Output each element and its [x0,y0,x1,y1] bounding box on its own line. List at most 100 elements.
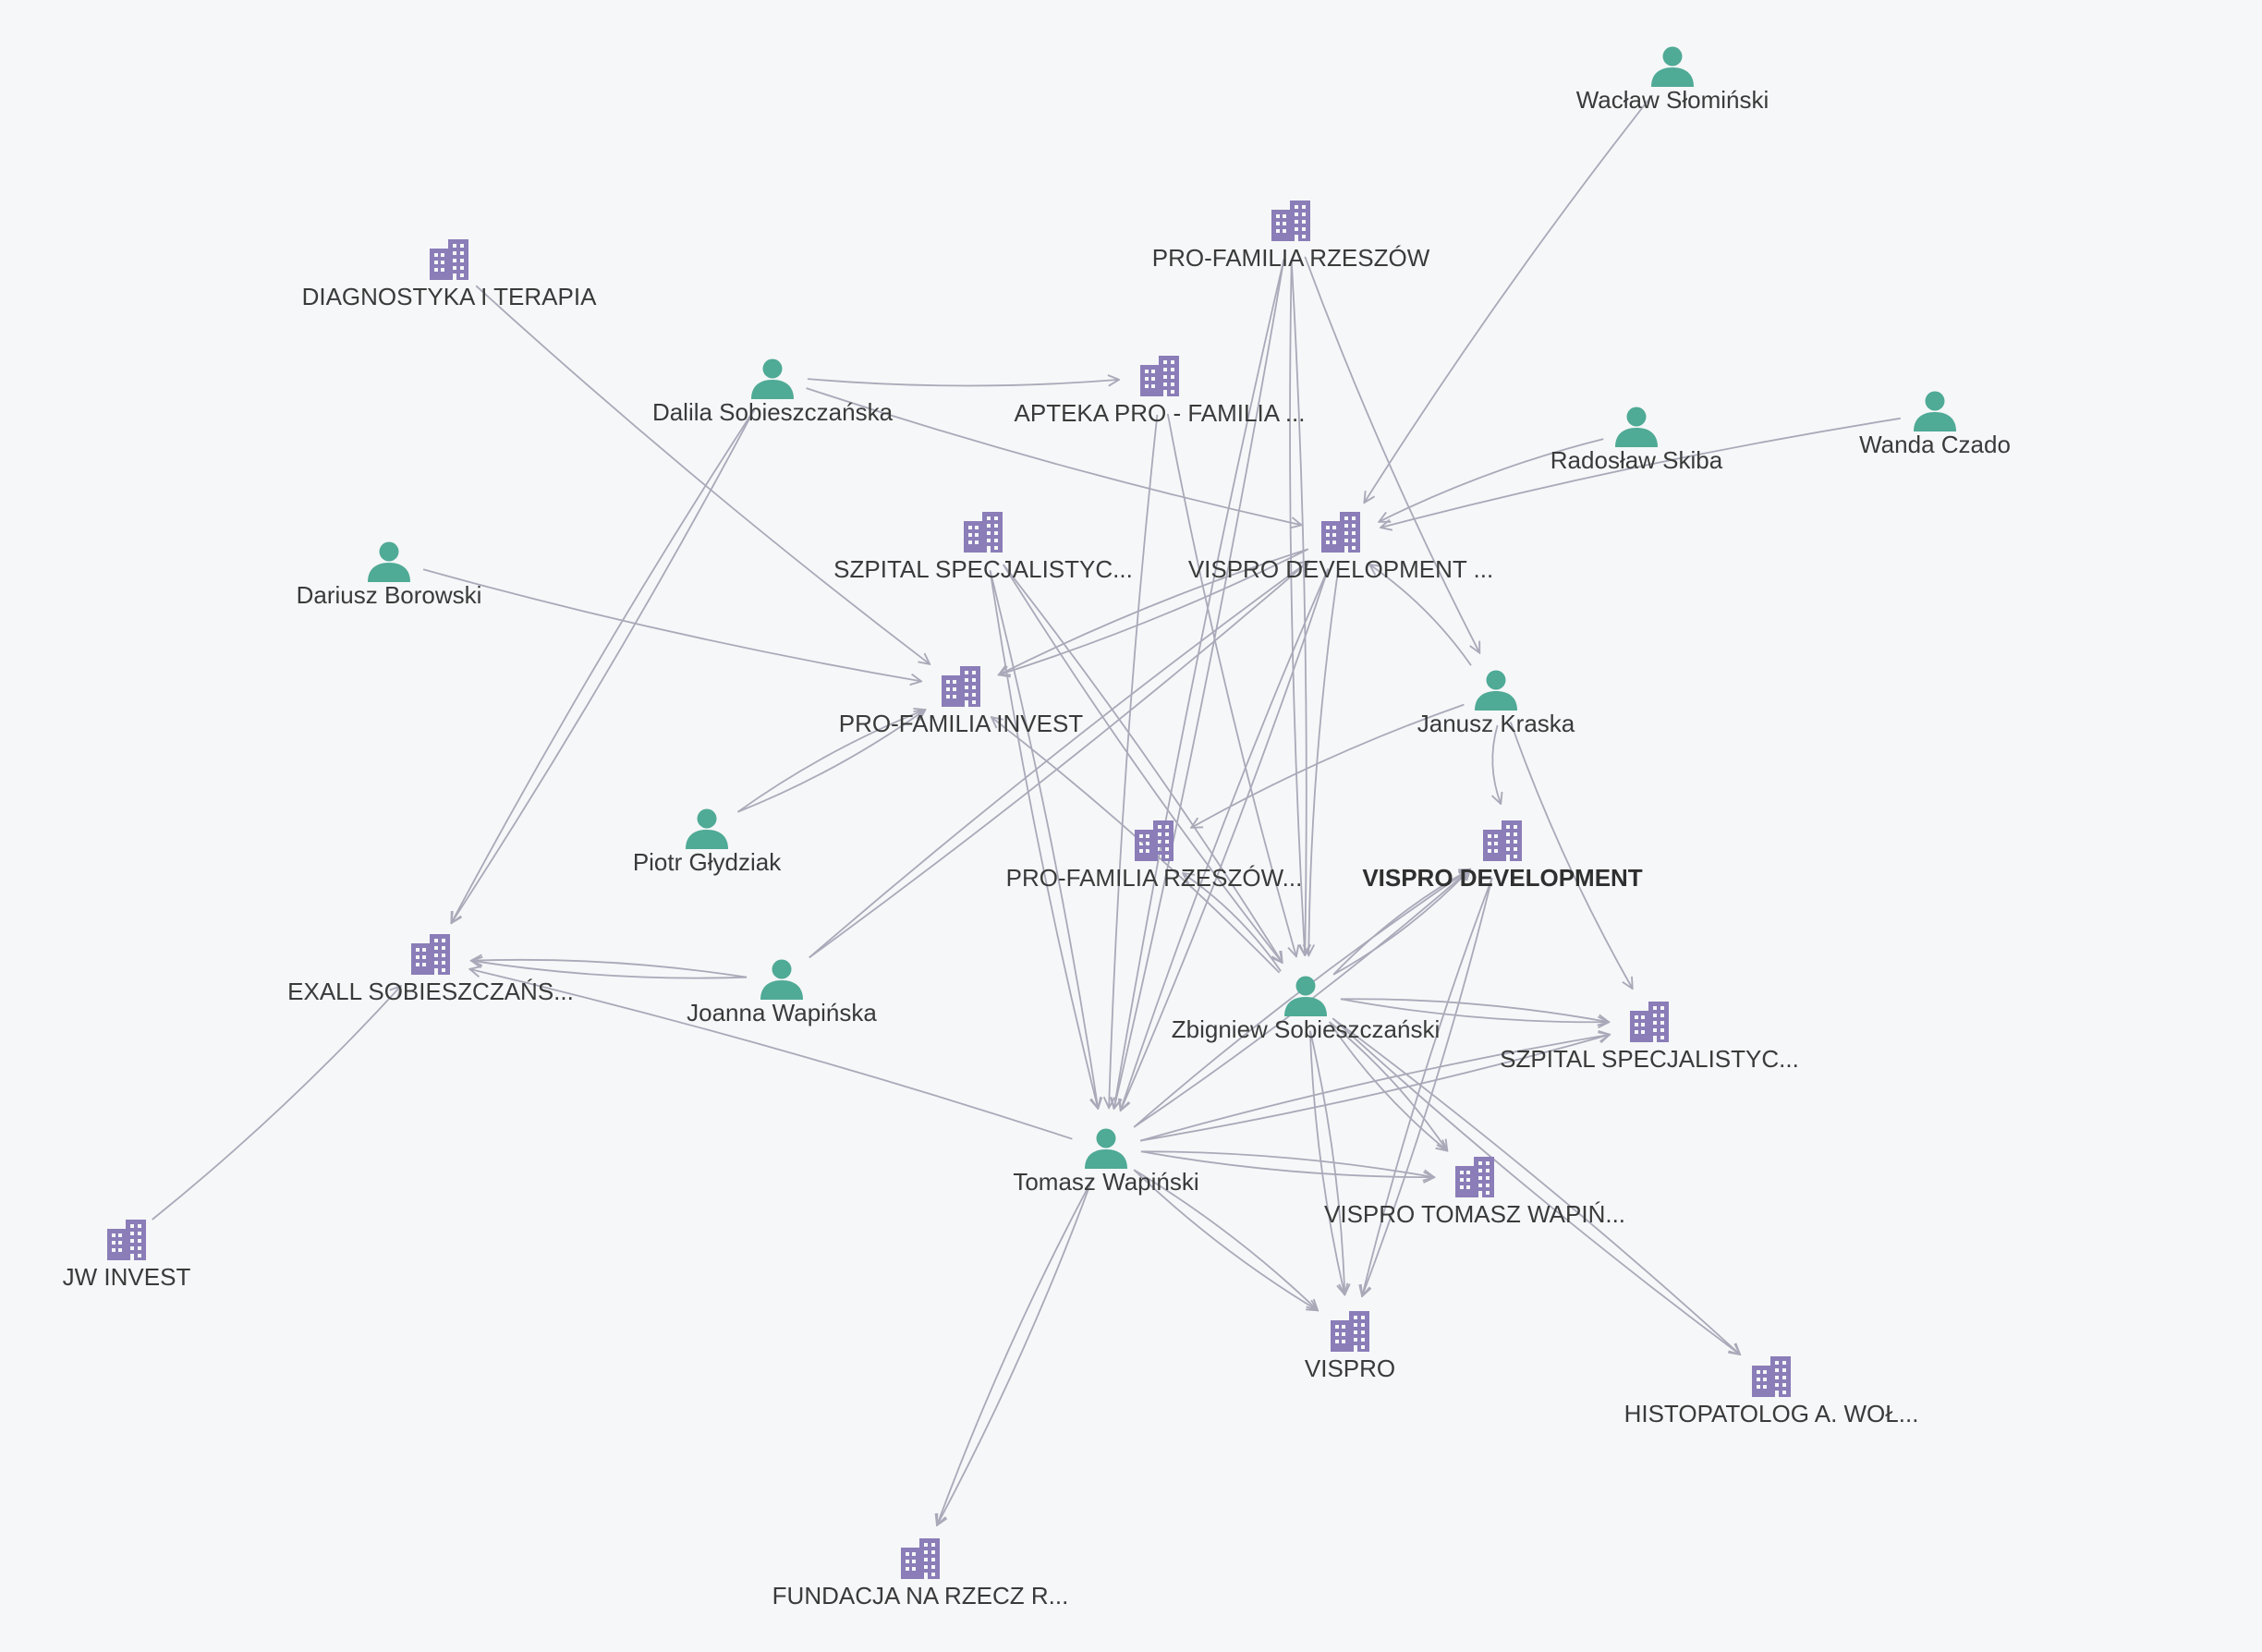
edge-tomasz-to-vispro_dev [1133,869,1470,1128]
graph-node-fundacja[interactable]: FUNDACJA NA RZECZ R... [772,1538,1069,1609]
edge-dariusz-to-pfinvest [422,568,921,681]
graph-node-szpital1[interactable]: SZPITAL SPECJALISTYC... [833,512,1133,583]
node-label: PRO-FAMILIA RZESZÓW [1152,244,1430,272]
node-label: VISPRO TOMASZ WAPIŃ... [1324,1200,1625,1228]
graph-node-szpital2[interactable]: SZPITAL SPECJALISTYC... [1500,1002,1799,1073]
node-label: PRO-FAMILIA INVEST [839,710,1084,737]
edge-janusz-to-vispro_dev2 [1369,565,1472,666]
node-label: JW INVEST [63,1263,191,1291]
person-icon [751,358,794,399]
node-label: Dariusz Borowski [297,581,482,609]
graph-node-zbigniew[interactable]: Zbigniew Sobieszczański [1172,976,1440,1044]
graph-node-vispro[interactable]: VISPRO [1305,1311,1395,1382]
edge-apteka-to-tomasz [1109,414,1159,1108]
graph-node-jwinvest[interactable]: JW INVEST [63,1220,191,1291]
person-icon [1914,391,1956,431]
node-label: VISPRO DEVELOPMENT ... [1188,555,1493,583]
edge-pfrzeszow-to-zbigniew [1290,259,1307,955]
edge-diagnostyka-to-pfinvest [475,285,930,664]
edge-waclaw-to-vispro_dev2 [1364,94,1653,503]
edge-dalila-to-exall [451,408,756,923]
node-label: APTEKA PRO - FAMILIA ... [1015,399,1306,427]
edge-janusz-to-szpital2 [1509,722,1633,989]
edge-janusz-to-vispro_dev [1492,724,1501,804]
edge-joanna-to-vispro_dev2 [809,561,1309,959]
edge-szpital1-to-zbigniew [1003,564,1283,963]
node-label: Zbigniew Sobieszczański [1172,1015,1440,1043]
graph-node-dariusz[interactable]: Dariusz Borowski [297,541,482,610]
graph-node-wanda[interactable]: Wanda Czado [1859,391,2011,459]
node-label: Piotr Głydziak [633,848,782,876]
graph-node-pfinvest[interactable]: PRO-FAMILIA INVEST [839,666,1084,737]
graph-node-vispro_dev2[interactable]: VISPRO DEVELOPMENT ... [1188,512,1493,583]
building-icon [107,1220,146,1260]
node-label: Wanda Czado [1859,431,2011,458]
edge-tomasz-to-vispro_tw [1140,1150,1434,1177]
person-icon [760,959,803,1000]
graph-node-vispro_tw[interactable]: VISPRO TOMASZ WAPIŃ... [1324,1157,1625,1228]
graph-node-vispro_dev[interactable]: VISPRO DEVELOPMENT [1362,820,1643,892]
node-label: Tomasz Wapiński [1013,1168,1198,1196]
person-icon [1651,46,1694,87]
node-label: DIAGNOSTYKA I TERAPIA [302,283,597,310]
graph-node-pfrzeszow[interactable]: PRO-FAMILIA RZESZÓW [1152,200,1430,272]
graph-node-waclaw[interactable]: Wacław Słomiński [1576,46,1769,115]
building-icon [1140,356,1179,396]
edge-wanda-to-vispro_dev2 [1380,417,1901,528]
graph-node-piotr[interactable]: Piotr Głydziak [633,808,782,877]
edge-dalila-to-vispro_dev2 [806,387,1302,525]
edge-zbigniew-to-histopatolog [1332,1017,1740,1354]
edge-pfrzeszow-to-janusz [1304,256,1479,653]
edge-zbigniew-to-histopatolog [1332,1017,1740,1354]
edge-zbigniew-to-vispro_dev [1332,869,1470,976]
edge-piotr-to-pfinvest [736,710,925,813]
graph-node-dalila[interactable]: Dalila Sobieszczańska [652,358,894,427]
edge-tomasz-to-szpital2 [1139,1035,1610,1142]
graph-node-joanna[interactable]: Joanna Wapińska [687,959,877,1027]
building-icon [430,239,468,280]
edge-dalila-to-apteka [807,379,1119,385]
graph-node-diagnostyka[interactable]: DIAGNOSTYKA I TERAPIA [302,239,597,310]
node-label: PRO-FAMILIA RZESZÓW... [1006,864,1303,892]
node-label: Joanna Wapińska [687,999,877,1026]
building-icon [1321,512,1360,553]
edge-vispro_dev-to-vispro [1362,878,1493,1296]
edge-vispro_dev2-to-pfinvest [999,548,1309,674]
edge-tomasz-to-vispro [1133,1169,1318,1310]
graph-node-radoslaw[interactable]: Radosław Skiba [1551,407,1723,475]
node-label: VISPRO [1305,1354,1395,1382]
graph-node-janusz[interactable]: Janusz Kraska [1417,670,1575,738]
node-label: HISTOPATOLOG A. WOŁ... [1624,1400,1919,1427]
edge-szpital1-to-tomasz [989,570,1099,1109]
edge-vispro_dev2-to-tomasz [1121,568,1330,1111]
node-label: FUNDACJA NA RZECZ R... [772,1582,1069,1609]
edge-szpital1-to-tomasz [989,570,1099,1109]
building-icon [1135,820,1174,861]
edge-vispro_dev2-to-tomasz [1121,568,1330,1111]
edge-zbigniew-to-vispro_dev [1332,869,1470,976]
building-icon [1630,1002,1669,1042]
node-label: Radosław Skiba [1551,446,1723,474]
edge-tomasz-to-exall [469,969,1073,1140]
graph-node-histopatolog[interactable]: HISTOPATOLOG A. WOŁ... [1624,1356,1919,1427]
edge-zbigniew-to-szpital2 [1340,998,1609,1022]
edge-tomasz-to-fundacja [937,1180,1093,1525]
node-label: SZPITAL SPECJALISTYC... [1500,1045,1799,1073]
person-icon [1615,407,1658,447]
building-icon [942,666,980,707]
graph-node-tomasz[interactable]: Tomasz Wapiński [1013,1128,1199,1196]
building-icon [1455,1157,1494,1197]
edge-jwinvest-to-exall [152,986,401,1221]
edge-tomasz-to-vispro_tw [1140,1150,1434,1177]
graph-node-apteka[interactable]: APTEKA PRO - FAMILIA ... [1015,356,1306,427]
graph-node-exall[interactable]: EXALL SOBIESZCZAŃS... [287,934,574,1005]
node-label: SZPITAL SPECJALISTYC... [833,555,1133,583]
building-icon [901,1538,940,1579]
person-icon [1085,1128,1127,1169]
edge-janusz-to-pfrzeszow2 [1191,703,1465,828]
edge-vispro_dev-to-vispro [1362,877,1493,1296]
building-icon [1331,1311,1369,1352]
graph-node-pfrzeszow2[interactable]: PRO-FAMILIA RZESZÓW... [1006,820,1303,892]
